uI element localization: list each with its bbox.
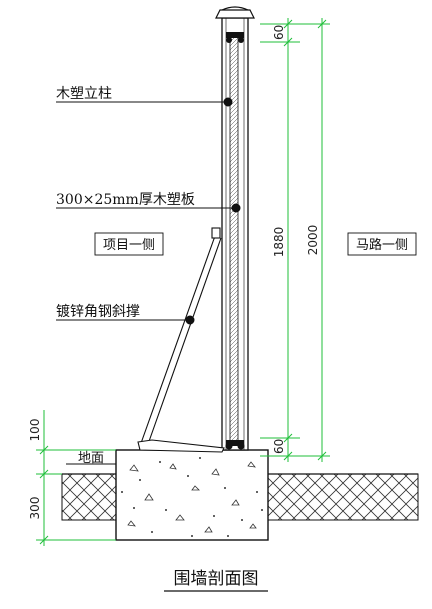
dim-foundation-depth: 300 [28,497,42,520]
panel-label: 300×25mm厚木塑板 [56,192,195,208]
concrete-dots [121,457,263,537]
concrete-aggregate [127,461,257,533]
dim-bottom-cap: 60 [272,439,286,454]
leader-lines [56,97,241,465]
soil-hatch-right [267,473,419,521]
left-dimension-lines [36,410,116,546]
soil-hatch-left [61,473,117,521]
dim-top-cap: 60 [272,25,286,40]
project-side-box: 项目一侧 [94,232,164,256]
post-cap [215,6,255,19]
concrete-foundation [115,449,269,541]
road-side-label: 马路一侧 [356,237,408,253]
right-dimension-lines [260,18,330,462]
dim-panel-height: 1880 [272,227,286,258]
top-panel-clamp [226,32,244,43]
brace-label: 镀锌角钢斜撑 [56,303,140,320]
road-side-box: 马路一侧 [347,232,417,256]
drawing-title: 围墙剖面图 [174,569,259,589]
dim-total-height: 2000 [306,225,320,256]
ground-label: 地面 [78,451,104,466]
project-side-label: 项目一侧 [103,238,155,253]
wood-plastic-post [221,17,249,451]
post-label: 木塑立柱 [56,86,112,102]
dim-above-ground: 100 [28,419,42,442]
galvanized-angle-brace [137,227,225,453]
bottom-panel-clamp [225,440,245,450]
